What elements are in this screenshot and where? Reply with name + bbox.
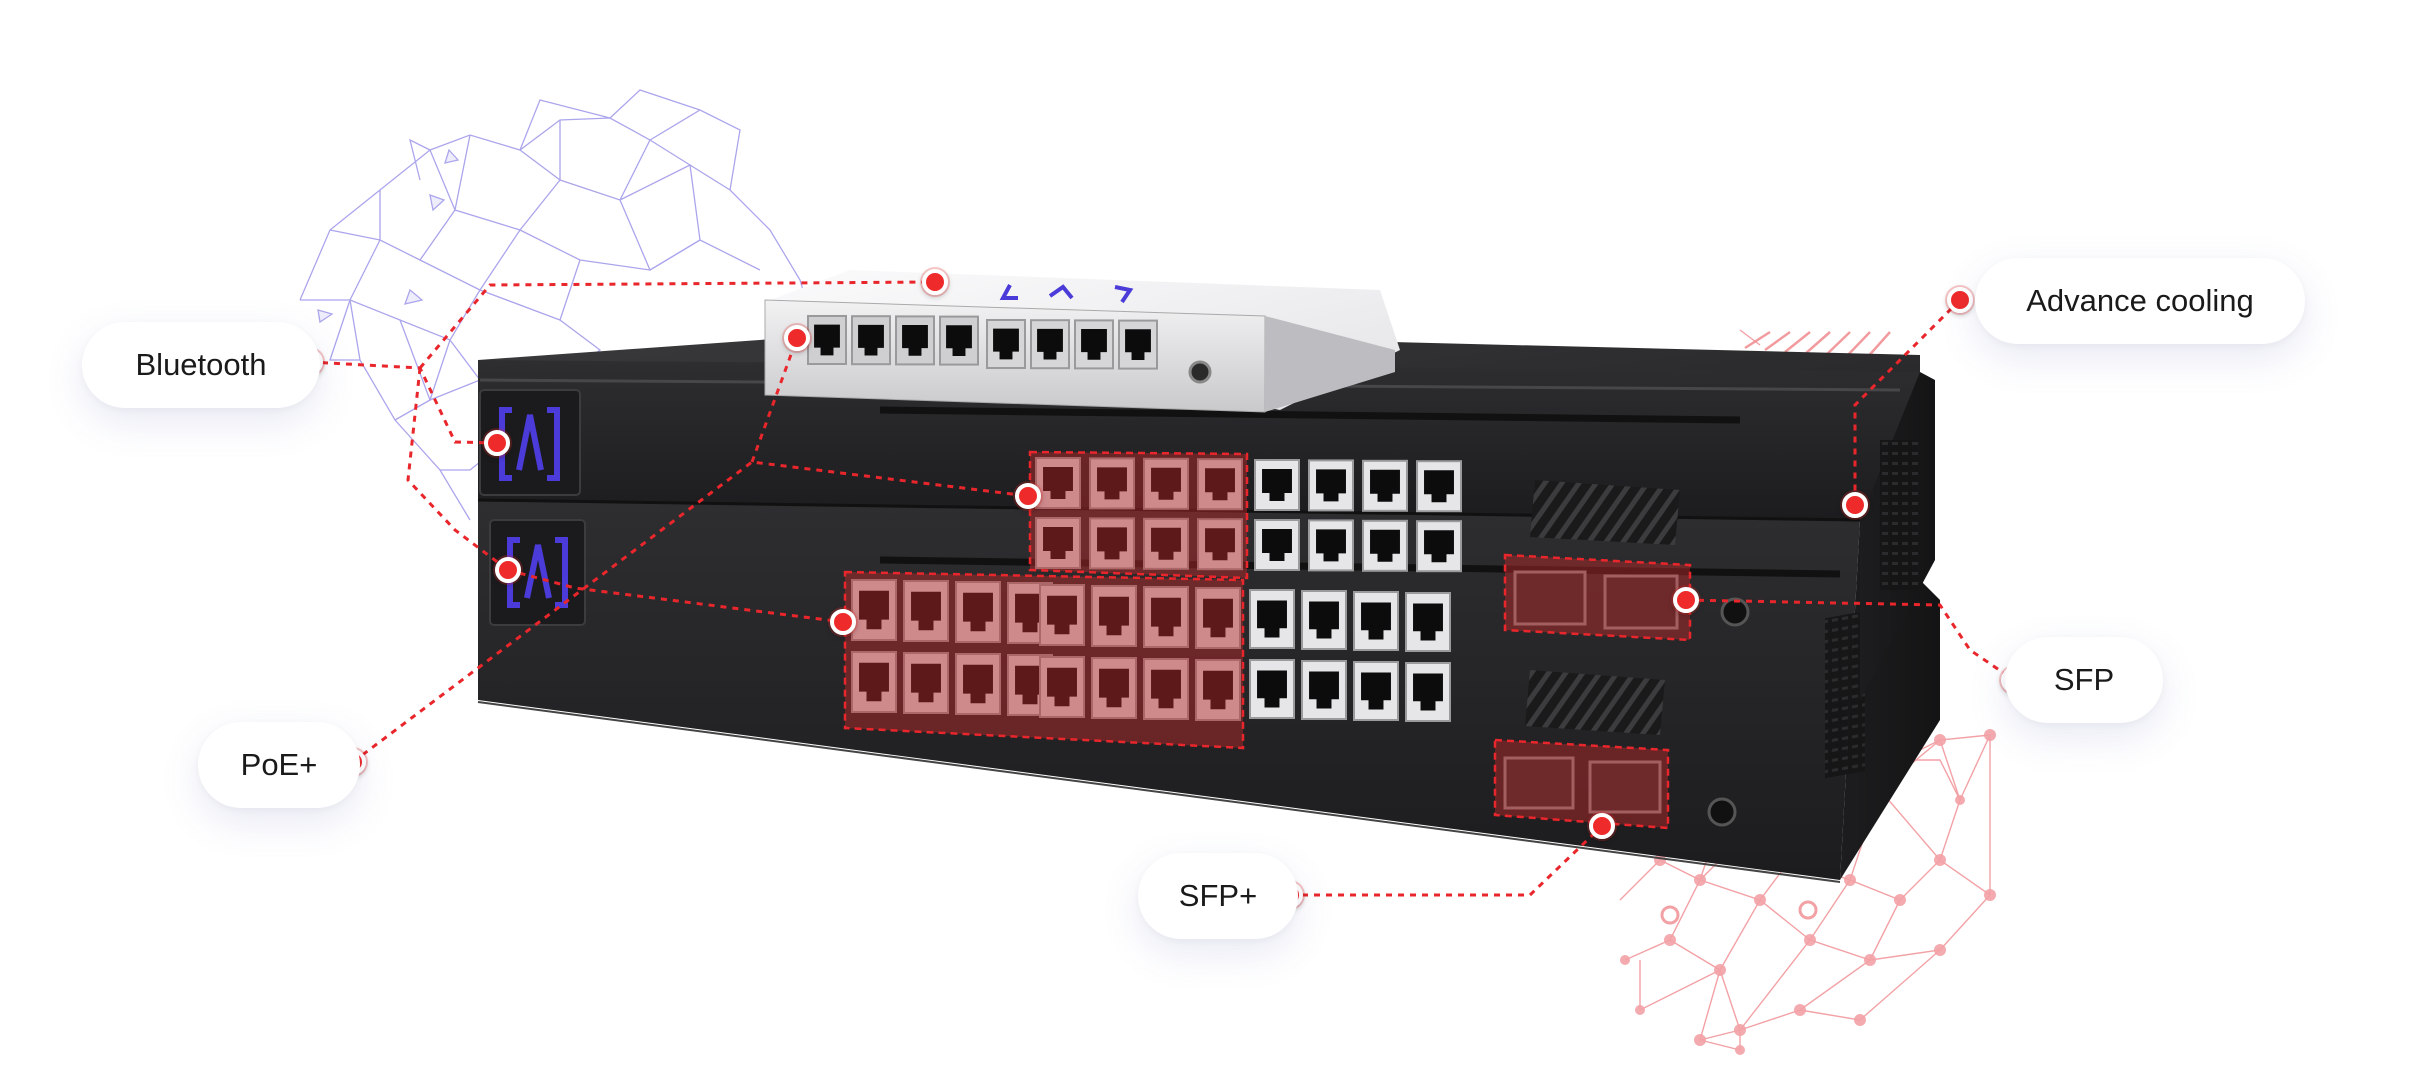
connector-bluetooth — [309, 360, 498, 445]
callout-poe-label: PoE+ — [240, 747, 318, 782]
rj45-port — [851, 579, 897, 641]
rj45-port — [903, 580, 949, 642]
rj45-port — [1353, 591, 1399, 651]
callout-sfp-plus[interactable]: SFP+ — [1138, 853, 1298, 939]
rj45-port — [1035, 457, 1081, 509]
rj45-port — [903, 652, 949, 714]
callout-advance-cooling[interactable]: Advance cooling — [1975, 258, 2305, 344]
connector-sfp-plus — [1290, 824, 1604, 897]
rj45-port — [1362, 519, 1408, 572]
poe-marker-bottom-switch[interactable] — [830, 609, 856, 635]
rj45-port — [1362, 459, 1408, 512]
rj45-port — [1035, 517, 1081, 569]
rj45-port — [1308, 459, 1354, 512]
rj45-port — [1143, 517, 1189, 570]
rj45-port — [1039, 656, 1085, 718]
rj45-port — [1143, 586, 1189, 648]
sfp-marker-switch[interactable] — [1673, 587, 1699, 613]
rj45-port — [1249, 589, 1295, 649]
small-rj45-port — [807, 315, 847, 365]
rj45-port — [1301, 660, 1347, 720]
rj45-port — [1197, 458, 1243, 511]
connector-lines — [309, 280, 2015, 897]
port-grid — [851, 457, 1679, 814]
callout-sfp-plus-label: SFP+ — [1178, 878, 1258, 913]
rj45-port — [1416, 520, 1462, 573]
rj45-port — [851, 651, 897, 713]
small-rj45-port — [1030, 319, 1070, 370]
bluetooth-marker-top-switch[interactable] — [484, 430, 510, 456]
callout-sfp-label: SFP — [2053, 662, 2115, 697]
sfp-cage — [1588, 760, 1662, 814]
callout-sfp[interactable]: SFP — [2005, 637, 2163, 723]
rj45-port — [1249, 659, 1295, 719]
poe-zone-bottom-switch — [843, 570, 1245, 750]
rj45-port — [1089, 517, 1135, 570]
callout-bluetooth-label: Bluetooth — [135, 347, 267, 382]
highlight-zones — [801, 308, 1692, 830]
rj45-port — [1195, 587, 1241, 649]
sfp-cage — [1603, 574, 1679, 630]
rj45-port — [1039, 584, 1085, 646]
callout-poe[interactable]: PoE+ — [198, 722, 360, 808]
rj45-port — [1254, 459, 1300, 511]
sfp-cage — [1513, 570, 1587, 626]
connector-sfp — [1685, 598, 2015, 682]
rj45-port — [955, 653, 1001, 715]
small-rj45-port — [1074, 319, 1114, 370]
small-rj45-port — [895, 315, 935, 366]
poe-zone-top-switch — [1028, 450, 1249, 580]
connector-bluetooth-branch — [406, 367, 509, 572]
rj45-port — [1353, 661, 1399, 721]
rj45-port — [1416, 460, 1462, 513]
bluetooth-marker-small-switch[interactable] — [922, 269, 948, 295]
rj45-port — [1301, 590, 1347, 650]
rj45-port — [1195, 659, 1241, 721]
poe-marker-top-switch[interactable] — [1015, 483, 1041, 509]
rj45-port — [1143, 658, 1189, 720]
small-port-grid — [807, 315, 1158, 370]
rj45-port — [1308, 519, 1354, 572]
rj45-port — [1089, 457, 1135, 510]
hatch-decoration — [1744, 330, 1891, 361]
callout-advance-cooling-label: Advance cooling — [2026, 283, 2254, 318]
rj45-port — [1254, 519, 1300, 571]
connector-poe — [352, 460, 1029, 764]
poe-marker-small-switch[interactable] — [784, 325, 810, 351]
connector-bluetooth-top — [418, 280, 936, 369]
brand-logo-small — [999, 284, 1134, 304]
small-rj45-port — [939, 315, 979, 366]
small-rj45-port — [1118, 319, 1158, 370]
connector-poe-small — [750, 337, 799, 463]
sfp-cage — [1503, 756, 1575, 810]
rj45-port — [1405, 592, 1451, 652]
advance-cooling-marker-dot[interactable] — [1947, 287, 1973, 313]
small-rj45-port — [851, 315, 891, 366]
callout-bluetooth[interactable]: Bluetooth — [82, 322, 320, 408]
rj45-port — [1091, 585, 1137, 647]
rj45-port — [1197, 518, 1243, 571]
small-rj45-port — [986, 319, 1026, 369]
rj45-port — [1405, 662, 1451, 722]
sfp-zone-bottom-switch — [1493, 738, 1670, 830]
rj45-port — [955, 581, 1001, 643]
rj45-port — [1091, 657, 1137, 719]
connector-advance-cooling — [1853, 298, 1962, 505]
bluetooth-marker-bottom-switch[interactable] — [495, 557, 521, 583]
sfp-zone-top-switch — [1503, 553, 1692, 642]
switch-top — [477, 330, 1935, 700]
rj45-port — [1143, 457, 1189, 510]
sfp-plus-marker-switch[interactable] — [1589, 813, 1615, 839]
advance-cooling-marker-switch[interactable] — [1842, 492, 1868, 518]
